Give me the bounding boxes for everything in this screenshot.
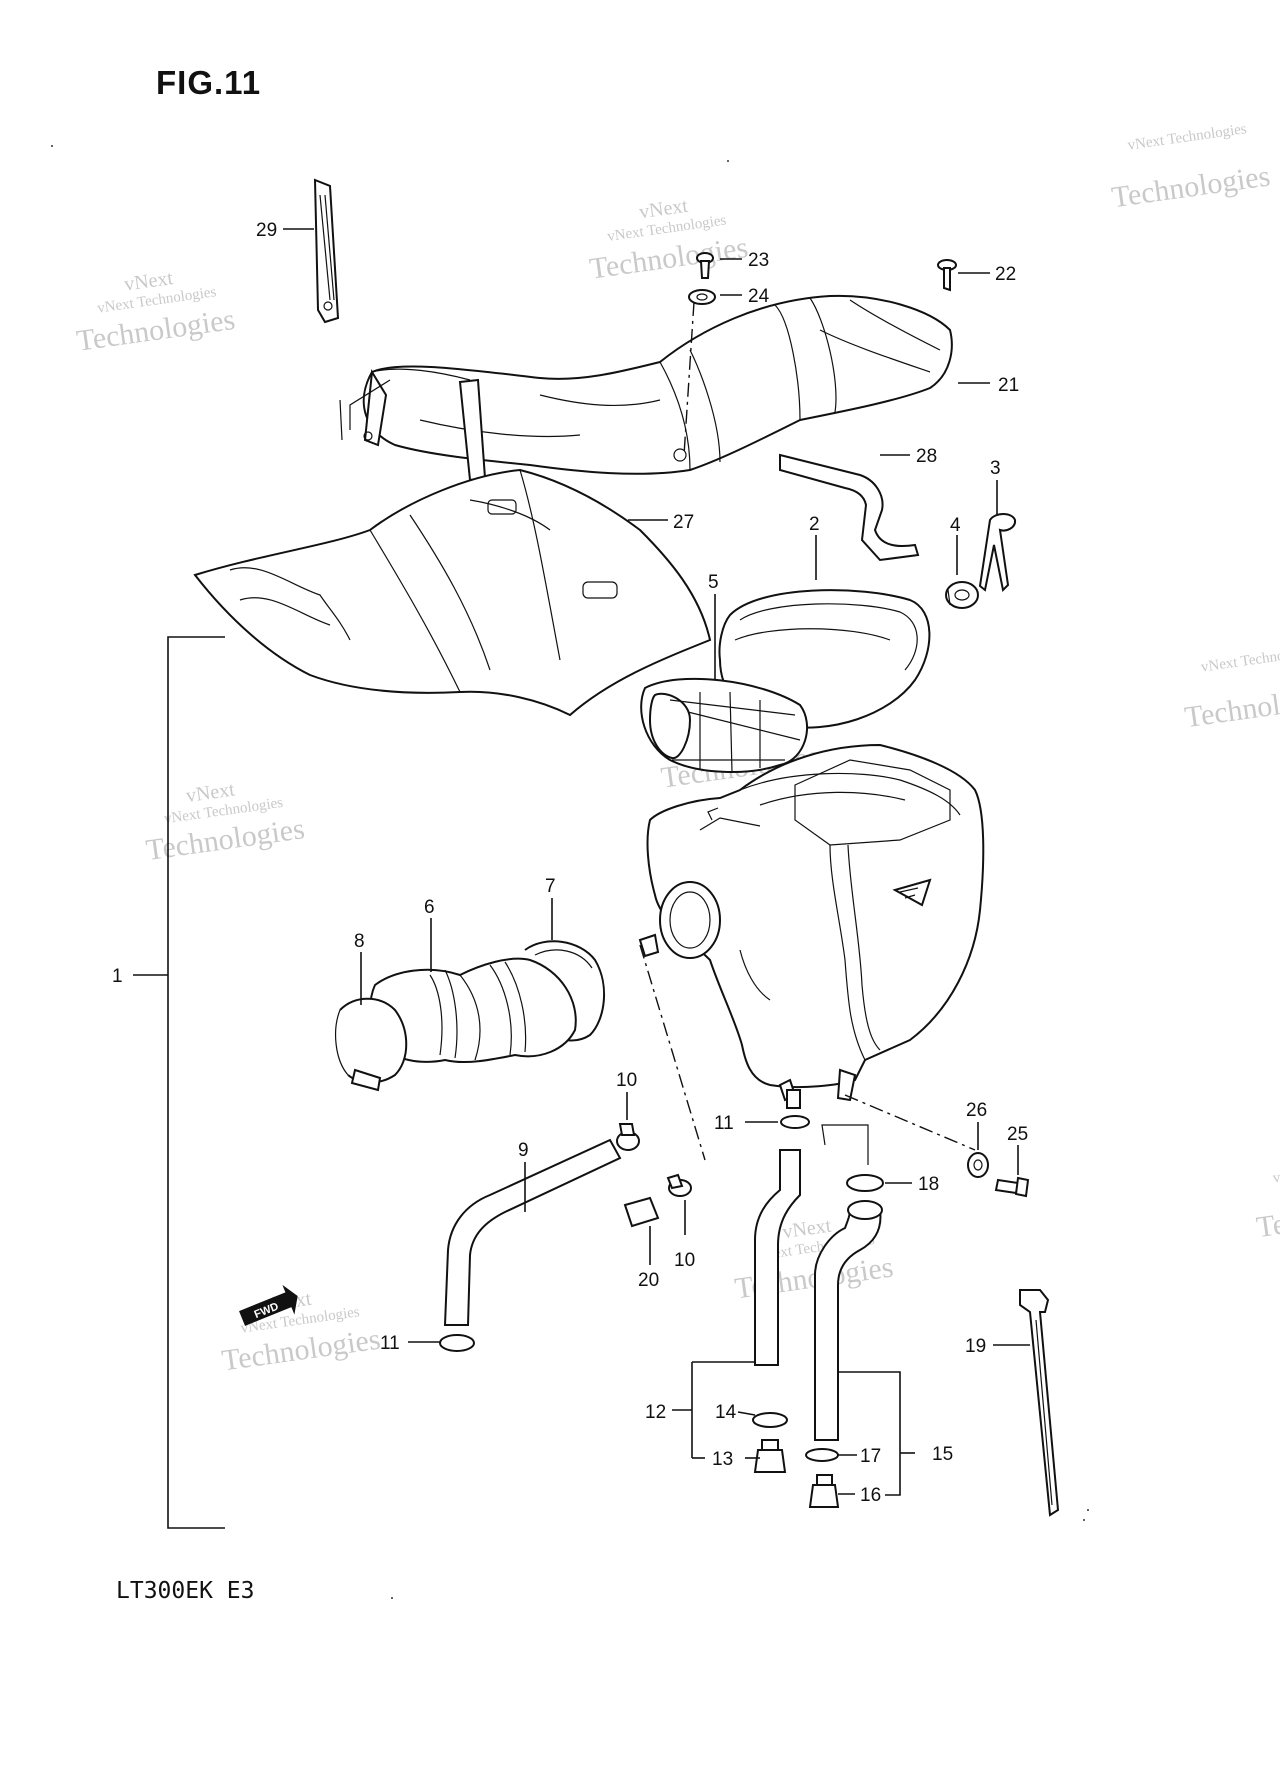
part-29-strap — [313, 178, 340, 324]
scan-specks — [51, 145, 1089, 1599]
label-22: 22 — [995, 264, 1016, 285]
part-19-strap — [1019, 1289, 1060, 1517]
label-14: 14 — [715, 1402, 737, 1423]
leader-lines — [283, 228, 1030, 1496]
watermark-top-left: vNext vNext Technologies Technologies — [74, 267, 237, 358]
leader-case-26 — [844, 1094, 976, 1151]
watermark-text-23: vNext Technologies — [1272, 1154, 1280, 1187]
part-16-plug — [808, 1474, 840, 1508]
label-12: 12 — [645, 1402, 666, 1423]
label-28: 28 — [916, 446, 937, 467]
part-26-washer — [967, 1152, 989, 1178]
leader-24-duct — [683, 301, 695, 456]
label-23: 23 — [748, 250, 769, 271]
part-17-clip — [805, 1448, 839, 1462]
part-10-clamp-a — [616, 1123, 640, 1151]
label-4: 4 — [950, 515, 961, 536]
leader-18-bracket — [821, 1124, 869, 1165]
part-4-grommet — [945, 581, 979, 609]
label-2: 2 — [809, 514, 820, 535]
part-1-air-cleaner-case — [638, 743, 985, 1102]
part-5-filter-cage — [640, 677, 809, 773]
part-labels: 29 23 24 22 21 28 3 4 27 2 5 7 6 8 1 10 … — [112, 220, 1028, 1506]
part-24-washer — [688, 289, 716, 305]
part-10-clamp-b — [666, 1173, 692, 1197]
part-3-clip — [978, 513, 1017, 593]
label-25: 25 — [1007, 1124, 1028, 1145]
watermark-text-24: Technologies — [1254, 1189, 1280, 1244]
part-25-bolt — [994, 1176, 1030, 1198]
label-13: 13 — [712, 1449, 733, 1470]
part-28-bracket — [779, 453, 920, 562]
part-13-plug — [753, 1439, 787, 1473]
part-22-screw — [937, 259, 957, 292]
label-17: 17 — [860, 1446, 881, 1467]
part-12-drain-hose — [754, 1149, 801, 1366]
label-21: 21 — [998, 375, 1019, 396]
part-20-plug — [623, 1196, 660, 1228]
label-9: 9 — [518, 1140, 529, 1161]
watermark-right-edge: vNext Technologies Technologies vNext Te… — [1110, 121, 1280, 1244]
part-15-drain-hose — [814, 1200, 883, 1441]
label-6: 6 — [424, 897, 435, 918]
label-11a: 11 — [380, 1333, 400, 1354]
label-1: 1 — [112, 966, 123, 987]
label-10a: 10 — [616, 1070, 637, 1091]
label-20: 20 — [638, 1270, 659, 1291]
watermark-top-center: vNext vNext Technologies Technologies — [587, 195, 750, 286]
part-9-hose — [443, 1138, 622, 1326]
label-3: 3 — [990, 458, 1001, 479]
part-23-screw — [696, 252, 714, 279]
label-10b: 10 — [674, 1250, 695, 1271]
part-18-clip — [846, 1174, 884, 1192]
label-8: 8 — [354, 931, 365, 952]
label-27: 27 — [673, 512, 694, 533]
label-24: 24 — [748, 286, 770, 307]
part-11-clip-a — [439, 1334, 475, 1352]
group-1-bracket — [167, 636, 225, 1529]
watermark-text-22: Technologies — [1183, 679, 1280, 734]
part-8-clamp — [335, 997, 408, 1092]
watermark-mid-left: vNext vNext Technologies Technologies — [144, 778, 307, 867]
part-21-intake-duct — [339, 294, 953, 482]
label-29: 29 — [256, 220, 277, 241]
label-15: 15 — [932, 1444, 953, 1465]
label-26: 26 — [966, 1100, 987, 1121]
leader-case-hose-20 — [639, 944, 706, 1161]
part-11-clip-b — [780, 1089, 810, 1129]
label-5: 5 — [708, 572, 719, 593]
watermark-text-20: Technologies — [1110, 159, 1273, 214]
label-19: 19 — [965, 1336, 986, 1357]
watermark-text-19: vNext Technologies — [1127, 121, 1248, 154]
label-11b: 11 — [714, 1113, 734, 1134]
part-27-duct-boot — [193, 468, 712, 717]
label-18: 18 — [918, 1174, 939, 1195]
part-14-clip — [752, 1412, 788, 1428]
figure-title: FIG.11 — [156, 64, 262, 101]
label-16: 16 — [860, 1485, 881, 1506]
watermark-bottom-left: vNext vNext Technologies Technologies — [220, 1288, 383, 1378]
model-code: LT300EK E3 — [116, 1578, 255, 1604]
watermark-text-21: vNext Technologies — [1200, 643, 1280, 676]
label-7: 7 — [545, 876, 556, 897]
